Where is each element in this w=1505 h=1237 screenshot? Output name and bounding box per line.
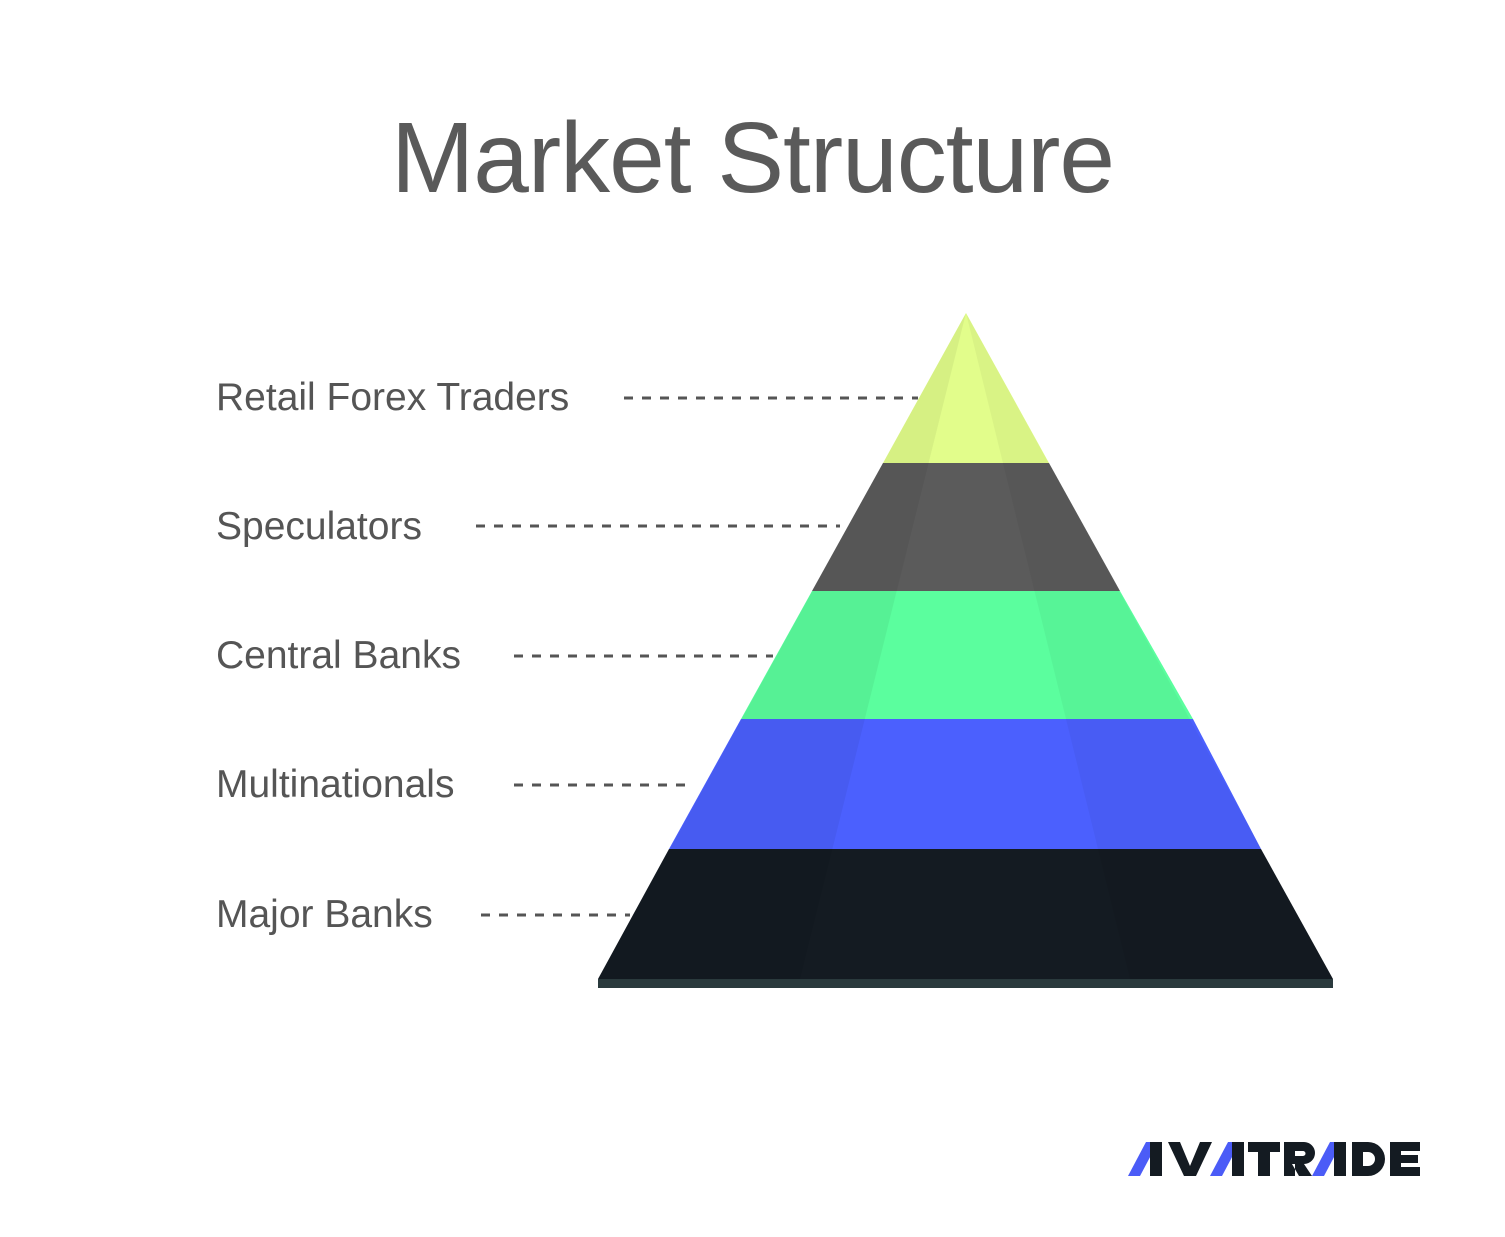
logo-glyph-a2-leg xyxy=(1232,1142,1244,1176)
tier-multinationals xyxy=(669,719,1261,849)
label-central-banks: Central Banks xyxy=(216,634,461,677)
diagram-title: Market Structure xyxy=(390,102,1115,214)
label-major-banks: Major Banks xyxy=(216,893,433,936)
logo-glyph-v xyxy=(1168,1142,1212,1176)
logo-glyph-r xyxy=(1284,1142,1315,1176)
logo-glyph-e xyxy=(1390,1142,1420,1176)
logo-glyph-a3-leg xyxy=(1334,1142,1346,1176)
tier-speculators xyxy=(812,463,1120,591)
label-retail-forex-traders: Retail Forex Traders xyxy=(216,376,570,419)
avatrade-logo xyxy=(1128,1142,1420,1176)
tier-retail-forex-traders xyxy=(883,313,1049,463)
label-multinationals: Multinationals xyxy=(216,763,455,806)
pyramid-left-facet xyxy=(598,313,966,979)
pyramid-base xyxy=(598,979,1333,988)
logo-glyph-t xyxy=(1248,1142,1280,1176)
tier-central-banks xyxy=(741,591,1193,719)
logo-glyph-d xyxy=(1352,1142,1385,1176)
label-speculators: Speculators xyxy=(216,505,422,548)
logo-glyph-a1-leg xyxy=(1150,1142,1162,1176)
tier-major-banks xyxy=(598,849,1333,979)
pyramid-right-facet xyxy=(966,313,1333,979)
